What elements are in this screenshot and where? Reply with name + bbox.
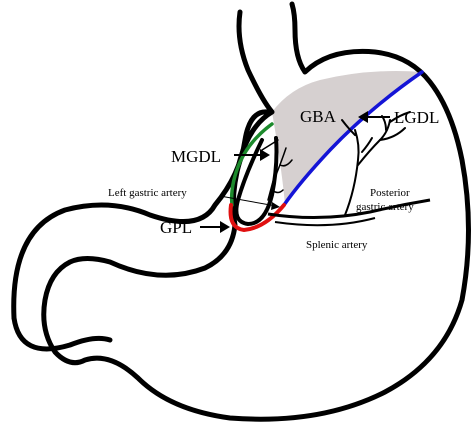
mgdl-arrowhead — [260, 149, 270, 161]
stomach-inner-outline — [11, 109, 271, 321]
lgdl-line — [282, 70, 424, 207]
gba-shaded-area — [272, 71, 422, 205]
gpl-arrowhead — [220, 221, 230, 233]
pylorus-outline — [11, 315, 113, 352]
lgdl-arrowhead — [358, 111, 368, 123]
gpl-label: GPL — [160, 218, 192, 237]
lesser-curvature-loop — [234, 136, 279, 227]
arrows — [200, 111, 390, 233]
gpl-line — [228, 203, 286, 233]
left-gastric-artery-arrowhead — [271, 202, 280, 210]
posterior-gastric-artery-label-line2: gastric artery — [356, 201, 414, 213]
splenic-artery — [267, 198, 431, 220]
left-gastric-artery-label: Left gastric artery — [108, 187, 187, 199]
stomach-outer-outline — [41, 1, 471, 422]
mgdl-label: MGDL — [171, 147, 221, 166]
lgdl-label: LGDL — [394, 108, 439, 127]
splenic-artery-lower — [274, 217, 376, 227]
posterior-gastric-artery-label-line1: Posterior — [370, 187, 410, 199]
splenic-artery-label: Splenic artery — [306, 239, 368, 251]
gba-label: GBA — [300, 107, 337, 126]
mgdl-line — [229, 122, 274, 207]
left-gastric-artery-branches — [261, 139, 293, 201]
left-gastric-artery-leader — [219, 195, 277, 207]
